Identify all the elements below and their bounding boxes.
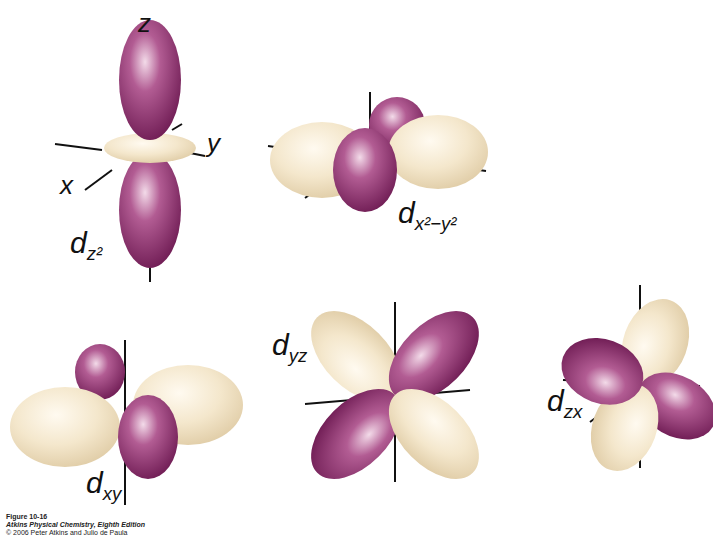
axis-label: x <box>60 170 73 201</box>
figure-number: Figure 10-16 <box>6 513 47 521</box>
axis-label: y <box>207 128 220 159</box>
copyright-note: © 2006 Peter Atkins and Julio de Paula <box>6 529 128 537</box>
orbital-label: dzx <box>547 384 582 418</box>
dz2-orbital <box>104 20 196 268</box>
orbital-label: dyz <box>272 328 307 362</box>
orbital-label: dz² <box>70 226 102 260</box>
orbital-label: dx²−y² <box>398 196 457 230</box>
dyz-orbital <box>295 295 496 496</box>
dx2y2-orbital <box>270 97 488 212</box>
source-note: Atkins Physical Chemistry, Eighth Editio… <box>6 521 145 529</box>
dzx-orbital <box>552 289 713 480</box>
axis-label: z <box>138 8 151 39</box>
orbital-label: dxy <box>86 466 121 500</box>
dxy-orbital <box>10 344 243 479</box>
